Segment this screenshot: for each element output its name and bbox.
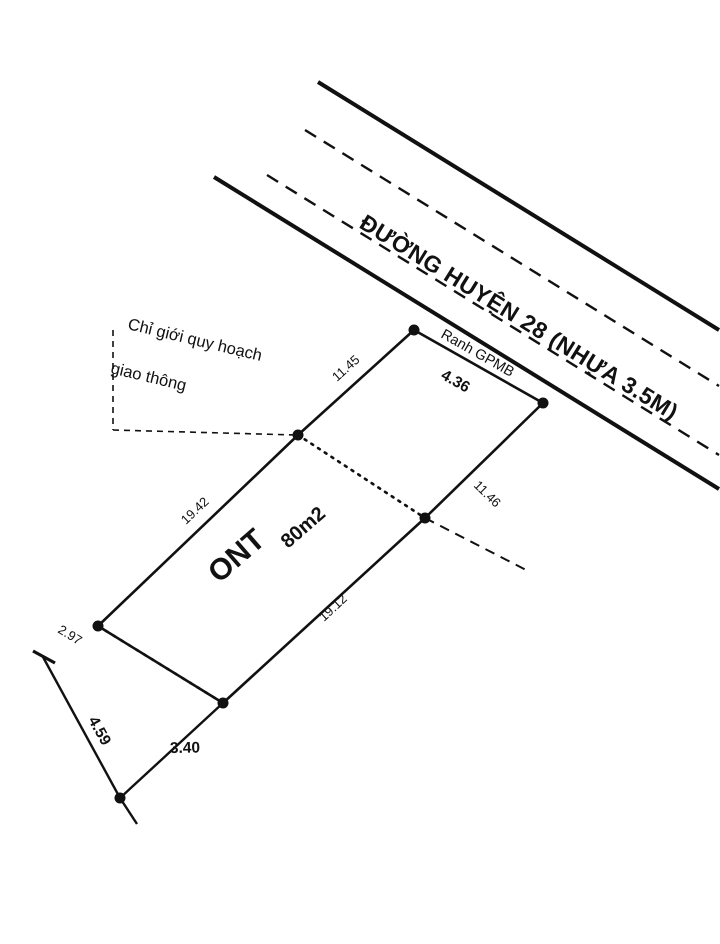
dim-tick-top — [32, 649, 56, 665]
road-dashed-lines — [266, 128, 720, 457]
road-boundary-lines — [212, 80, 720, 491]
bottom-dotted-offset — [96, 624, 225, 705]
vertex-f — [92, 620, 104, 632]
left-dimension-extension — [32, 649, 224, 825]
road-name-label: ĐƯỜNG HUYỆN 28 (NHỰA 3.5M) — [355, 208, 683, 425]
vertex-a — [292, 429, 304, 441]
vertex-c — [537, 397, 549, 409]
vertex-d — [419, 512, 431, 524]
road-edge-lower — [212, 175, 720, 491]
parcel-edge-bottom — [222, 517, 426, 704]
planning-dash-inner — [296, 433, 427, 520]
parcel-edge-right — [424, 402, 544, 519]
road-dash-lower — [266, 173, 720, 457]
vertex-dim-bottom — [114, 792, 126, 804]
planning-label-line2: giao thông — [109, 359, 188, 394]
dim-line-340 — [119, 702, 224, 799]
parcel-edge-left-upper — [97, 434, 299, 627]
parcel-type-label: ONT — [202, 523, 271, 589]
parcel-area-label: 80m2 — [277, 503, 330, 553]
planning-label-line1: Chỉ giới quy hoạch — [126, 315, 264, 365]
dimension-left-lower: 2.97 — [55, 622, 84, 648]
parcel-outline — [97, 328, 544, 705]
bottom-dotted-line — [96, 624, 225, 705]
parcel-edge-top-right — [413, 328, 544, 405]
vertex-e — [217, 697, 229, 709]
planning-leader-horizontal — [112, 429, 297, 436]
dimension-inner-long: 19.12 — [316, 591, 350, 624]
vertex-b — [408, 324, 420, 336]
dimension-front-right: 4.36 — [438, 367, 473, 397]
road-edge-upper — [316, 80, 720, 332]
planning-boundary-line — [112, 330, 531, 573]
parcel-edge-top-left — [297, 329, 415, 436]
dimension-right-side: 11.46 — [471, 477, 504, 510]
vertex-markers — [92, 324, 549, 804]
planning-dash-extension — [424, 517, 531, 573]
dimension-front-left: 11.45 — [329, 352, 363, 384]
road-dash-upper — [304, 128, 720, 388]
dimension-bottom-right: 3.40 — [170, 739, 200, 757]
dim-line-459 — [41, 656, 122, 799]
